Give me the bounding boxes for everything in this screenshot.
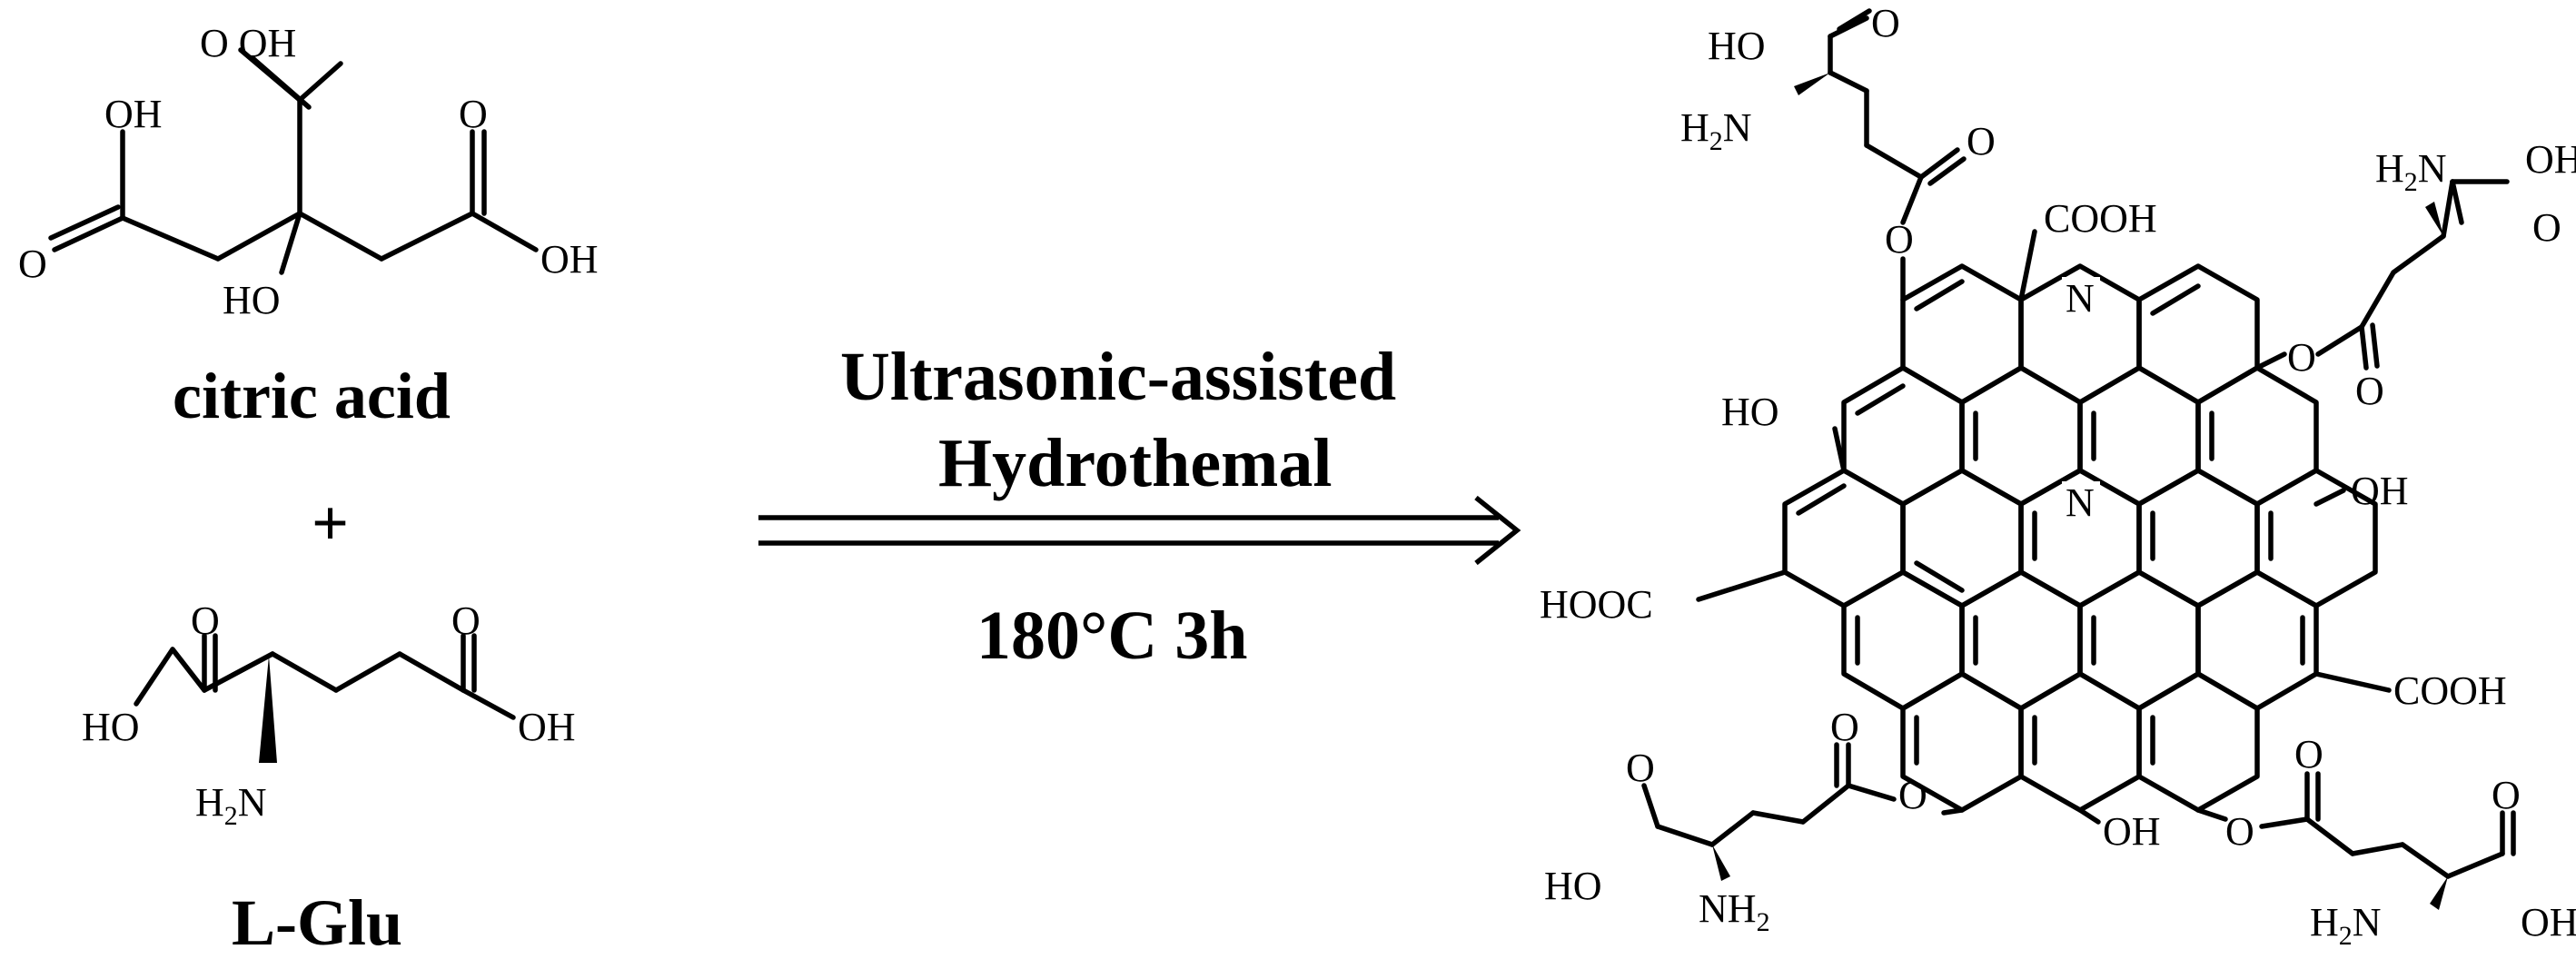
citric-ho-center: HO [223,278,281,322]
ester-bl-o: O [1626,746,1655,790]
citric-o-left: O [18,242,47,286]
condition-line3: 180°C 3h [976,598,1248,674]
product-cooh-right: COOH [2393,668,2507,713]
citric-o-right: O [459,92,488,136]
ester-o-br-2: O [2294,732,2323,776]
product-oh-bottom: OH [2103,809,2161,854]
ester-o-bl-2: O [1830,705,1859,749]
ester-tr-oh: OH [2525,137,2576,182]
ester-o-tl: O [1885,217,1914,262]
ester-o-tl-2: O [1967,119,1996,163]
ester-br-oh: OH [2521,900,2576,944]
product-n-top: N [2066,276,2095,321]
citric-acid-structure: O OH OH O O OH HO citric acid [18,21,599,432]
ester-bl-nh2: NH2 [1699,886,1770,937]
ester-o-br: O [2225,809,2254,854]
ester-o-bl: O [1898,773,1927,817]
ester-br-h2n: H2N [2310,900,2382,951]
ester-br-o: O [2492,773,2521,817]
glu-o-left: O [191,598,220,643]
ester-tr-o: O [2532,205,2561,250]
carbon-dot-structure: N N COOH HOOC COOH HO OH OH O O O [1540,1,2576,951]
citric-oh-left: OH [104,92,163,136]
glu-h2n: H2N [195,780,267,831]
citric-acid-name: citric acid [173,360,451,432]
product-n-center: N [2066,480,2095,525]
condition-line2: Hydrothemal [938,425,1332,501]
ester-tl-ho: HO [1708,24,1766,68]
ester-tr-h2n: H2N [2375,146,2447,197]
reaction-arrow [758,495,1521,566]
glu-ho: HO [82,705,140,749]
product-ho-left: HO [1721,390,1779,434]
ester-o-tr-2: O [2355,369,2384,413]
plus-sign: + [312,487,349,559]
l-glu-structure: O O HO OH H2N L-Glu [82,598,576,959]
reaction-conditions: Ultrasonic-assisted Hydrothemal 180°C 3h [840,339,1396,674]
citric-o-top: O OH [200,21,296,65]
ester-tl-h2n: H2N [1680,105,1752,156]
citric-oh-right: OH [540,237,599,282]
product-hooc-left: HOOC [1540,582,1653,627]
glu-o-right: O [451,598,481,643]
ester-bl-ho: HO [1544,864,1602,908]
ester-tl-o3: O [1871,1,1900,45]
glu-oh: OH [518,705,576,749]
l-glu-name: L-Glu [232,886,402,959]
ester-o-tr: O [2287,335,2316,380]
product-oh-right: OH [2351,469,2409,513]
condition-line1: Ultrasonic-assisted [840,339,1396,415]
product-cooh-top: COOH [2044,196,2157,241]
